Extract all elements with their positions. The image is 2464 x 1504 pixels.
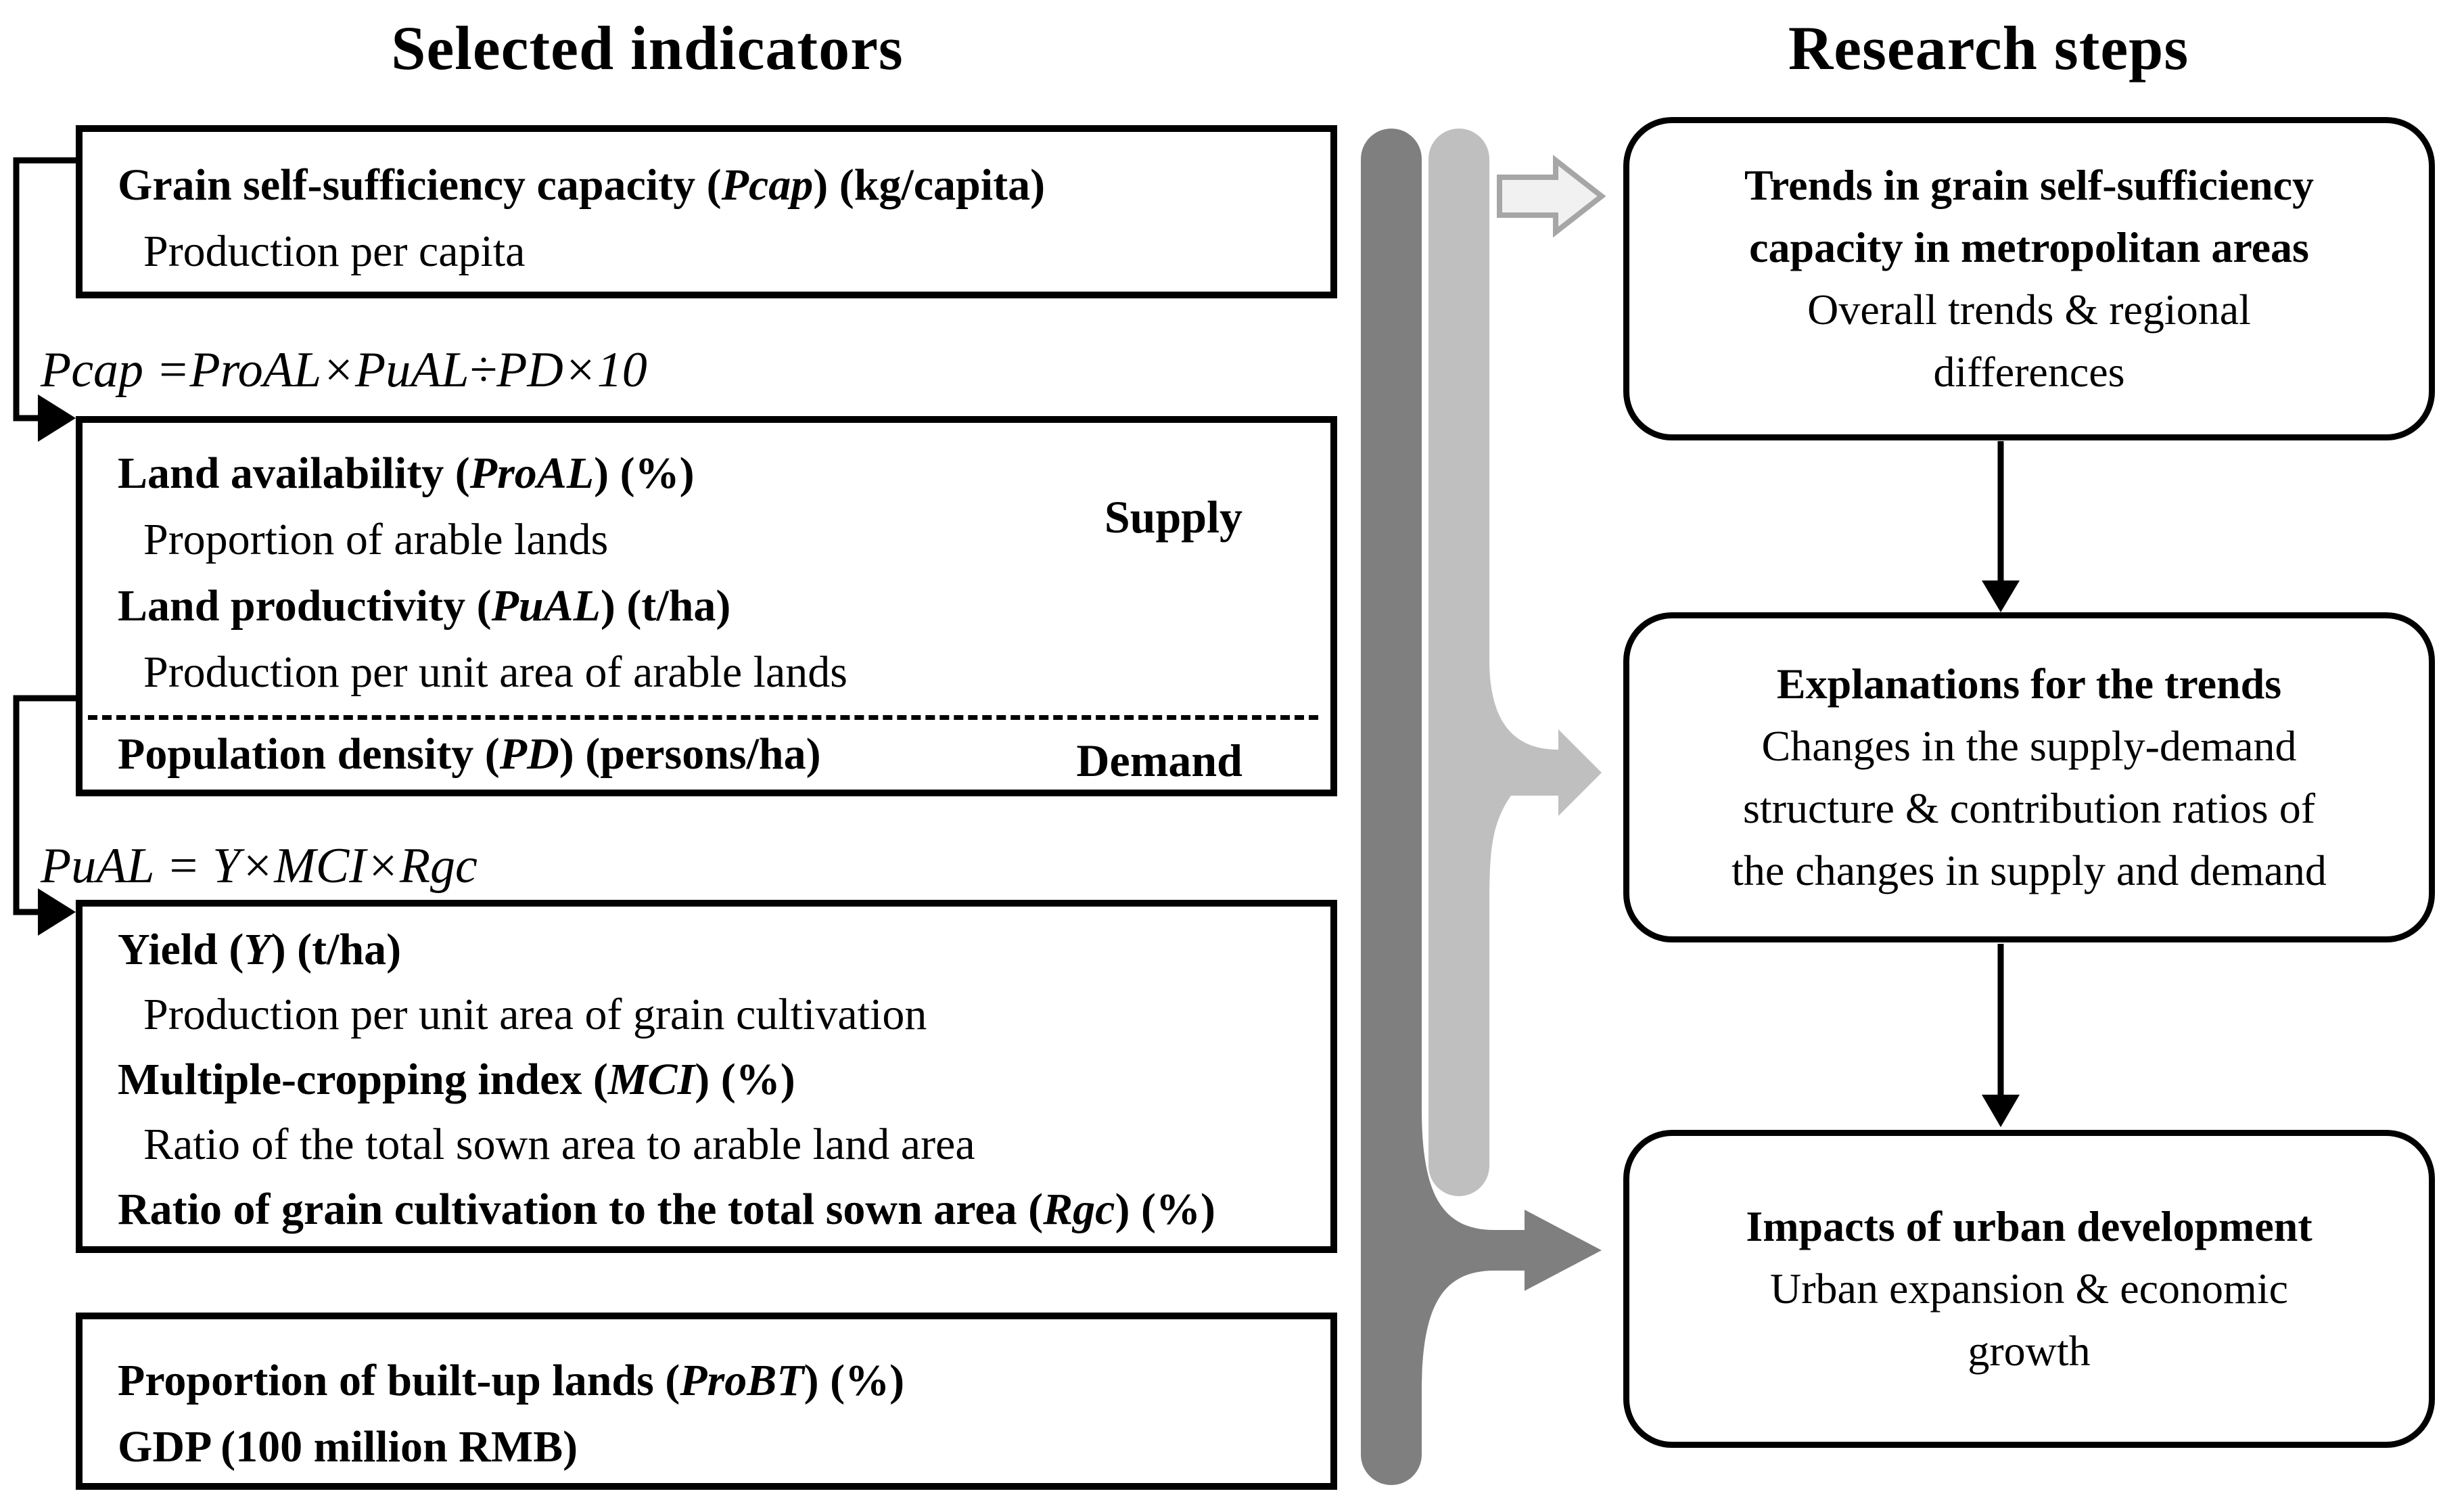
formula-pual: PuAL = Y×MCI×Rgc	[41, 838, 478, 894]
indicator-row: Yield (Y) (t/ha)	[118, 925, 402, 974]
step-row: Impacts of urban development	[1746, 1202, 2312, 1250]
left-column-title: Selected indicators	[391, 14, 904, 83]
indicator-box-urban: Proportion of built-up lands (ProBT) (%)…	[76, 1313, 1337, 1490]
step-row: Changes in the supply-demand	[1761, 722, 2297, 770]
step-box-explanations: Explanations for the trends Changes in t…	[1623, 612, 2435, 942]
supply-demand-divider	[88, 715, 1318, 720]
down-arrowhead-icon	[1982, 1095, 2020, 1127]
step-row: Overall trends & regional	[1807, 286, 2251, 334]
indicator-box-pcap: Grain self-sufficiency capacity (Pcap) (…	[76, 125, 1337, 298]
step-row: Explanations for the trends	[1776, 660, 2282, 708]
indicator-row: Ratio of the total sown area to arable l…	[143, 1120, 975, 1169]
step-row: differences	[1933, 348, 2125, 396]
indicator-row: Production per unit area of arable lands	[143, 647, 847, 697]
indicator-row: Land availability (ProAL) (%)	[118, 449, 695, 498]
indicator-row: Proportion of arable lands	[143, 515, 609, 564]
arrowhead-icon	[38, 394, 76, 442]
right-column-title: Research steps	[1788, 14, 2189, 83]
indicator-row: Multiple-cropping index (MCI) (%)	[118, 1055, 795, 1104]
indicator-row: Production per unit area of grain cultiv…	[143, 990, 927, 1039]
light-flow-band	[1428, 129, 1602, 1196]
light-arrowhead-icon	[1558, 729, 1602, 816]
down-arrowhead-icon	[1982, 580, 2020, 612]
indicator-row: Proportion of built-up lands (ProBT) (%)	[118, 1356, 905, 1405]
indicator-row: Grain self-sufficiency capacity (Pcap) (…	[118, 160, 1046, 210]
indicator-row: Land productivity (PuAL) (t/ha)	[118, 581, 731, 631]
indicator-row: Ratio of grain cultivation to the total …	[118, 1185, 1215, 1234]
step-box-trends: Trends in grain self-sufficiency capacit…	[1623, 117, 2435, 440]
step-row: growth	[1968, 1327, 2091, 1375]
formula-pcap: Pcap =ProAL×PuAL÷PD×10	[41, 342, 647, 398]
supply-label: Supply	[1104, 491, 1242, 543]
step-arrow-2-3	[1982, 944, 2020, 1127]
step-box-impacts: Impacts of urban development Urban expan…	[1623, 1130, 2435, 1448]
indicator-box-yield-mci-rgc: Yield (Y) (t/ha) Production per unit are…	[76, 900, 1337, 1253]
step-row: Trends in grain self-sufficiency	[1744, 161, 2315, 209]
arrowhead-icon	[38, 888, 76, 936]
step-arrow-1-2	[1982, 441, 2020, 612]
hollow-arrow-icon	[1497, 154, 1606, 238]
step-row: the changes in supply and demand	[1731, 846, 2327, 894]
step-row: structure & contribution ratios of	[1742, 784, 2316, 832]
indicator-box-supply-demand: Land availability (ProAL) (%) Proportion…	[76, 416, 1337, 796]
step-row: capacity in metropolitan areas	[1749, 223, 2309, 271]
dark-arrowhead-icon	[1525, 1210, 1602, 1291]
connector-arrow-pual	[13, 695, 76, 936]
indicator-row: Population density (PD) (persons/ha)	[118, 729, 821, 779]
demand-label: Demand	[1076, 735, 1242, 786]
indicator-row: GDP (100 million RMB)	[118, 1422, 578, 1472]
dark-flow-band	[1361, 129, 1602, 1485]
connector-arrow-pcap	[13, 157, 76, 442]
indicator-row: Production per capita	[143, 227, 526, 276]
step-row: Urban expansion & economic	[1770, 1264, 2288, 1313]
